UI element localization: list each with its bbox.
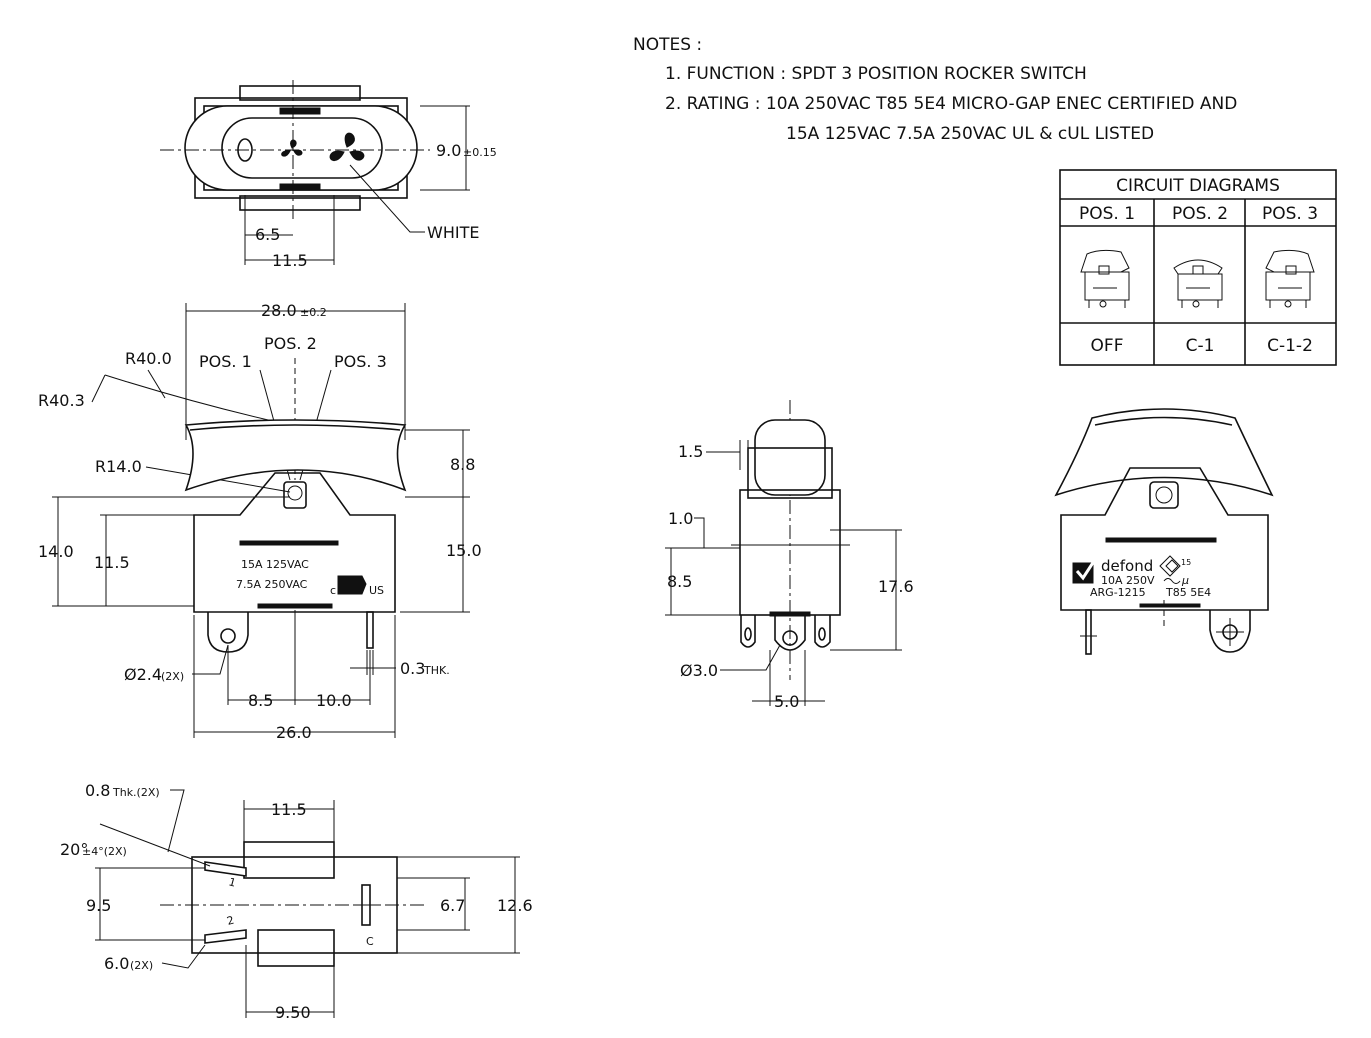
dim-front-width: 28.0 — [261, 301, 297, 320]
circuit-pos2-header: POS. 2 — [1172, 204, 1228, 224]
dim-side-17-6: 17.6 — [878, 577, 914, 596]
dim-bottom-6: 6.0 — [104, 954, 129, 973]
dim-front-11-5: 11.5 — [94, 553, 130, 572]
dim-side-1-0: 1.0 — [668, 509, 693, 528]
circuit-diagram-table: CIRCUIT DIAGRAMS POS. 1 POS. 2 POS. 3 OF… — [1059, 169, 1337, 366]
label-pos3: POS. 3 — [334, 352, 387, 371]
rear-temp-rating: T85 5E4 — [1165, 586, 1211, 599]
dim-bottom-angle-tol: ±4°(2X) — [82, 845, 127, 858]
front-view: 28.0 ±0.2 POS. 1 POS. 2 POS. 3 R40.0 R40… — [38, 301, 482, 742]
switch-pos1-icon — [1080, 249, 1130, 308]
fan-high-icon — [329, 132, 365, 161]
label-r14: R14.0 — [95, 457, 142, 476]
dim-top-b: 11.5 — [272, 251, 308, 270]
dim-front-8-8: 8.8 — [450, 455, 475, 474]
dim-bottom-thk-unit: Thk.(2X) — [112, 786, 160, 799]
switch-pos2-icon — [1173, 259, 1223, 308]
micro-gap-symbol: μ — [1181, 574, 1189, 587]
fan-low-icon — [281, 139, 303, 157]
terminal-1-label: 1 — [227, 875, 237, 889]
dim-side-5-0: 5.0 — [774, 692, 799, 711]
dim-front-8-5: 8.5 — [248, 691, 273, 710]
dim-bottom-6-7: 6.7 — [440, 896, 465, 915]
circuit-table-title: CIRCUIT DIAGRAMS — [1116, 176, 1280, 196]
circuit-state-off: OFF — [1091, 336, 1124, 356]
note-rating: 2. RATING : 10A 250VAC T85 5E4 MICRO-GAP… — [665, 94, 1237, 114]
dim-top-height: 9.0 — [436, 141, 461, 160]
top-view: 9.0 ±0.15 6.5 11.5 WHITE — [160, 80, 497, 270]
label-rating-125: 15A 125VAC — [241, 558, 309, 571]
dim-front-width-tol: ±0.2 — [300, 306, 327, 319]
note-listing: 15A 125VAC 7.5A 250VAC UL & cUL LISTED — [786, 124, 1154, 144]
label-white: WHITE — [427, 223, 479, 242]
circuit-state-c1: C-1 — [1186, 336, 1215, 356]
enec-number: 15 — [1181, 558, 1191, 567]
label-pos2: POS. 2 — [264, 334, 317, 353]
label-r40: R40.0 — [125, 349, 172, 368]
ul-listing-icon: c US — [330, 575, 384, 597]
dim-side-8-5: 8.5 — [667, 572, 692, 591]
dim-bottom-6-qty: (2X) — [130, 959, 153, 972]
dim-hole: Ø2.4 — [124, 665, 162, 684]
notes-heading: NOTES : — [633, 35, 702, 55]
dim-top-height-tol: ±0.15 — [463, 146, 497, 159]
dim-hole-qty: (2X) — [161, 670, 184, 683]
dim-bottom-thk: 0.8 — [85, 781, 110, 800]
brand-name: defond — [1101, 557, 1153, 575]
dim-side-1-5: 1.5 — [678, 442, 703, 461]
terminal-c-label: C — [366, 935, 374, 948]
note-function: 1. FUNCTION : SPDT 3 POSITION ROCKER SWI… — [665, 64, 1087, 84]
dim-front-10: 10.0 — [316, 691, 352, 710]
notes-block: NOTES : 1. FUNCTION : SPDT 3 POSITION RO… — [633, 35, 1237, 144]
label-pos1: POS. 1 — [199, 352, 252, 371]
circuit-pos1-header: POS. 1 — [1079, 204, 1135, 224]
switch-pos3-icon — [1265, 249, 1315, 308]
dim-bottom-angle: 20° — [60, 840, 88, 859]
ul-us-mark: US — [369, 584, 384, 597]
label-r403: R40.3 — [38, 391, 85, 410]
dim-front-14: 14.0 — [38, 542, 74, 561]
dim-thk: 0.3 — [400, 659, 425, 678]
circuit-pos3-header: POS. 3 — [1262, 204, 1318, 224]
dim-front-26: 26.0 — [276, 723, 312, 742]
rear-model: ARG-1215 — [1090, 586, 1146, 599]
dim-top-a: 6.5 — [255, 225, 280, 244]
dim-bottom-9-5: 9.5 — [86, 896, 111, 915]
circuit-state-c12: C-1-2 — [1267, 336, 1313, 356]
rear-view: defond 15 10A 250V μ ARG-1215 T85 5E4 — [1054, 408, 1274, 655]
dim-front-15: 15.0 — [446, 541, 482, 560]
dim-thk-unit: THK. — [423, 664, 450, 677]
rear-rating: 10A 250V — [1101, 574, 1155, 587]
defond-logo-icon — [1072, 557, 1098, 584]
dim-bottom-12-6: 12.6 — [497, 896, 533, 915]
side-view: 1.5 1.0 8.5 17.6 Ø3.0 5.0 — [665, 400, 914, 711]
dim-bottom-11-5: 11.5 — [271, 800, 307, 819]
bottom-view: 1 2 C 11.5 0.8 Thk.(2X) 20° ±4°(2X) 9.5 … — [60, 781, 533, 1022]
ul-c-mark: c — [330, 584, 336, 597]
dim-bottom-9-50: 9.50 — [275, 1003, 311, 1022]
dim-side-hole: Ø3.0 — [680, 661, 718, 680]
terminal-2-label: 2 — [225, 914, 235, 928]
label-rating-250: 7.5A 250VAC — [236, 578, 308, 591]
enec-mark-icon: 15 — [1159, 555, 1191, 577]
